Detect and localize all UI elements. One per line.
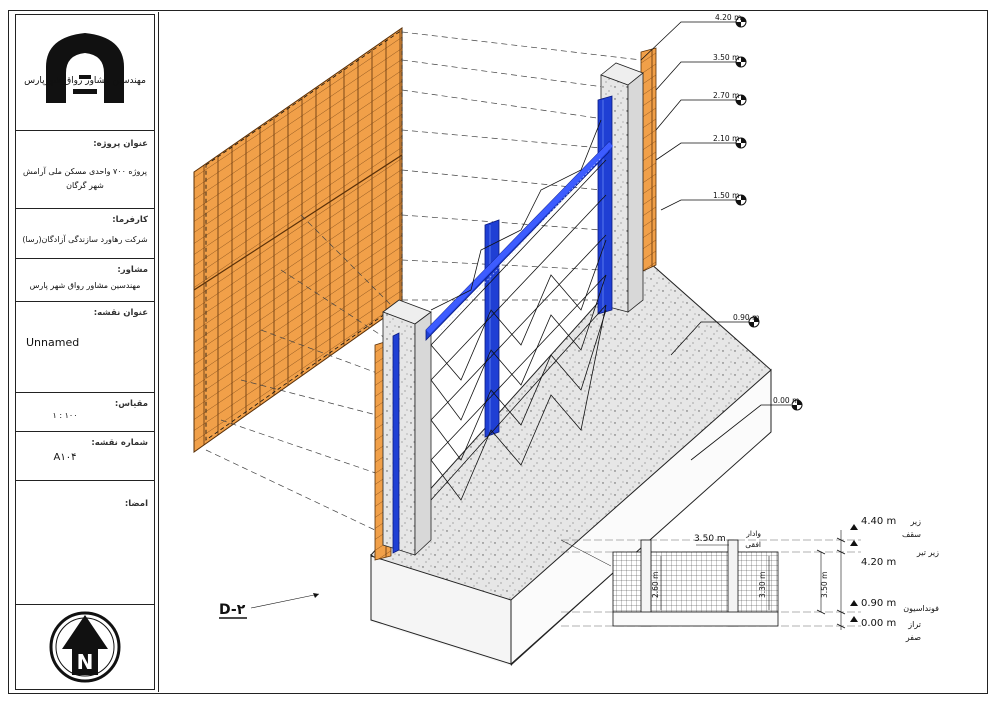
- section-level-440-label1: زیر: [909, 517, 921, 526]
- north-arrow-icon: N: [49, 611, 121, 683]
- project-value-line1: پروژه ۷۰۰ واحدی مسکن ملی آرامش: [23, 167, 147, 176]
- section-top-note-line2: افقی: [745, 540, 761, 549]
- sheet-title-value: Unnamed: [26, 336, 80, 349]
- section-dim-mid: 3.30 m: [758, 572, 767, 598]
- level-label-420: 4.20 m: [715, 13, 741, 22]
- scale-cell: مقیاس: ۱ : ۱۰۰: [16, 393, 154, 432]
- logo-cell: مهندسین مشاور رواق شهرپارس: [16, 15, 154, 131]
- scale-value: ۱ : ۱۰۰: [52, 411, 78, 420]
- section-dim-right: 3.50 m: [820, 572, 829, 598]
- level-label-090: 0.90 m: [733, 313, 759, 322]
- project-value-line2: شهر گرگان: [66, 181, 104, 190]
- employer-value: شرکت رهاورد سازندگی آزادگان(رسا): [22, 235, 148, 244]
- steel-beams: [425, 141, 613, 341]
- logo-text: مهندسین مشاور رواق شهرپارس: [24, 76, 146, 86]
- title-block: مهندسین مشاور رواق شهرپارس عنوان پروژه: …: [15, 14, 155, 690]
- level-label-150: 1.50 m: [713, 191, 739, 200]
- sheet-title-label: عنوان نقشه:: [93, 308, 148, 318]
- lattice-trusses: [430, 119, 607, 501]
- level-marker-symbols: [735, 16, 803, 411]
- north-letter: N: [77, 650, 94, 674]
- sheet-number-cell: شماره نقشه: A۱۰۴: [16, 432, 154, 481]
- sheet-number-label: شماره نقشه:: [91, 438, 148, 448]
- level-markers-3d: [640, 21, 791, 461]
- section-mark: D-۲: [219, 593, 320, 619]
- sheet-frame: [8, 10, 988, 694]
- employer-cell: کارفرما: شرکت رهاورد سازندگی آزادگان(رسا…: [16, 209, 154, 259]
- section-elevation: [560, 524, 861, 630]
- consultant-cell: مشاور: مهندسین مشاور رواق شهر پارس: [16, 259, 154, 302]
- section-dim-left: 2.60 m: [651, 572, 660, 598]
- scale-label: مقیاس:: [114, 399, 148, 409]
- section-level-000-label1: تراز: [907, 620, 921, 629]
- employer-label: کارفرما:: [112, 215, 148, 225]
- level-label-270: 2.70 m: [713, 91, 739, 100]
- section-level-000-label2: صفر: [905, 633, 921, 642]
- signature-label: امضا:: [124, 499, 148, 509]
- project-cell: عنوان پروژه: پروژه ۷۰۰ واحدی مسکن ملی آر…: [16, 131, 154, 209]
- level-label-000: 0.00 m: [773, 396, 799, 405]
- section-mark-label: D-۲: [219, 602, 246, 618]
- slab-front-face: [370, 368, 772, 666]
- concrete-column-front: [382, 299, 432, 556]
- exploded-brick-wall: [193, 27, 403, 453]
- project-label: عنوان پروژه:: [93, 139, 148, 149]
- consultant-label: مشاور:: [117, 265, 148, 275]
- company-logo: مهندسین مشاور رواق شهرپارس: [24, 33, 146, 103]
- isometric-drawing: 4.20 m 3.50 m 2.70 m 2.10 m 1.50 m 0.90 …: [193, 13, 939, 667]
- section-top-dim: 3.50 m: [694, 534, 726, 544]
- section-top-note-line1: وادار: [745, 529, 761, 538]
- sheet-title-cell: عنوان نقشه: Unnamed: [16, 302, 154, 393]
- section-level-440-label2: سقف: [902, 530, 921, 539]
- north-cell: N: [16, 605, 154, 689]
- section-level-420-label: زیر تیر: [916, 548, 939, 557]
- drawing-area: 4.20 m 3.50 m 2.70 m 2.10 m 1.50 m 0.90 …: [158, 12, 986, 692]
- level-label-350: 3.50 m: [713, 53, 739, 62]
- section-level-090-label: فونداسیون: [903, 604, 939, 613]
- section-level-420: 4.20 m: [861, 557, 896, 568]
- section-level-000: 0.00 m: [861, 618, 896, 629]
- sheet-number-value: A۱۰۴: [53, 452, 77, 463]
- steel-vertical-highlights: [489, 100, 604, 436]
- section-level-090: 0.90 m: [861, 598, 896, 609]
- signature-cell: امضا:: [16, 481, 154, 605]
- level-label-210: 2.10 m: [713, 134, 739, 143]
- section-level-440: 4.40 m: [861, 516, 896, 527]
- consultant-value: مهندسین مشاور رواق شهر پارس: [29, 281, 141, 290]
